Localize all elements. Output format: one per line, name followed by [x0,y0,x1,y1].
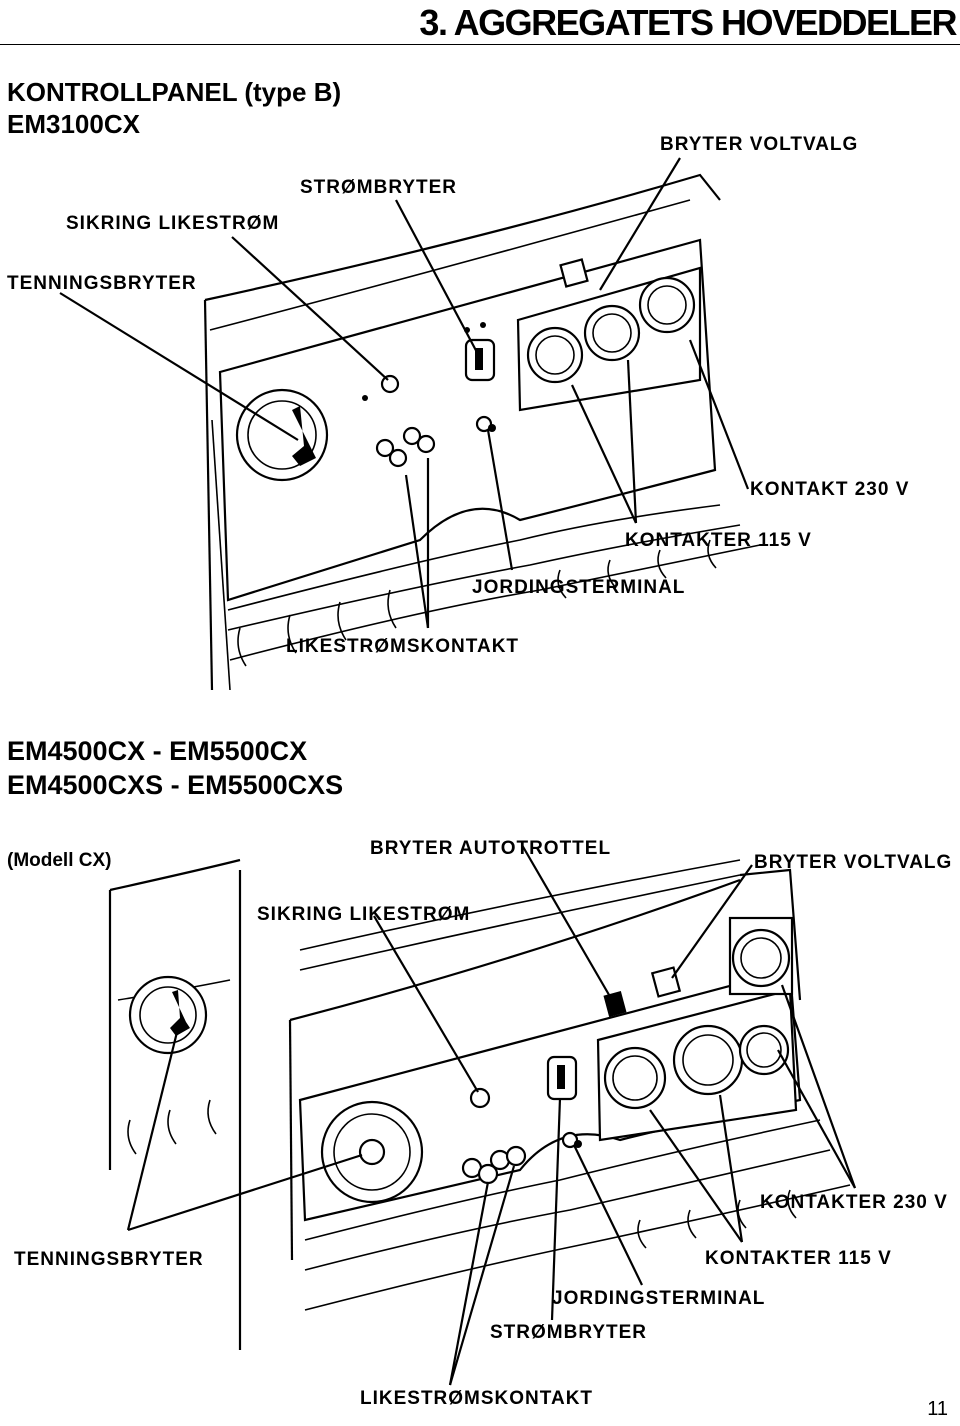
label-strombryter-b: STRØMBRYTER [300,177,458,198]
panel-b-diagram [59,157,761,691]
label-kontakter-230-cx: KONTAKTER 230 V [760,1192,948,1213]
label-likestromskontakt-b: LIKESTRØMSKONTAKT [286,636,520,657]
label-modell-cx: (Modell CX) [7,850,112,871]
label-jordingsterminal-cx: JORDINGSTERMINAL [552,1288,766,1309]
label-bryter-autotrottel: BRYTER AUTOTROTTEL [370,838,612,859]
panel-cx-title-line1: EM4500CX - EM5500CX [7,736,308,766]
label-sikring-likestrom-cx: SIKRING LIKESTRØM [257,904,471,925]
label-kontakter-115-cx: KONTAKTER 115 V [705,1248,892,1269]
label-kontakt-230-b: KONTAKT 230 V [750,479,910,500]
section-title: 3. AGGREGATETS HOVEDDELER [419,2,957,43]
panel-cx-title-line2: EM4500CXS - EM5500CXS [7,770,344,800]
page-number: 11 [927,1398,948,1420]
header-rule [0,44,960,45]
label-bryter-voltvalg-b: BRYTER VOLTVALG [660,134,859,155]
label-tenningsbryter-cx: TENNINGSBRYTER [14,1249,204,1270]
label-strombryter-cx: STRØMBRYTER [490,1322,648,1343]
label-kontakter-115-b: KONTAKTER 115 V [625,530,812,551]
panel-cx-diagram [108,844,857,1386]
label-likestromskontakt-cx: LIKESTRØMSKONTAKT [360,1388,594,1409]
panel-b-title: KONTROLLPANEL (type B) [7,77,342,107]
label-tenningsbryter-b: TENNINGSBRYTER [7,273,197,294]
label-sikring-likestrom-b: SIKRING LIKESTRØM [66,213,280,234]
label-bryter-voltvalg-cx: BRYTER VOLTVALG [754,852,953,873]
panel-b-model: EM3100CX [7,109,140,139]
